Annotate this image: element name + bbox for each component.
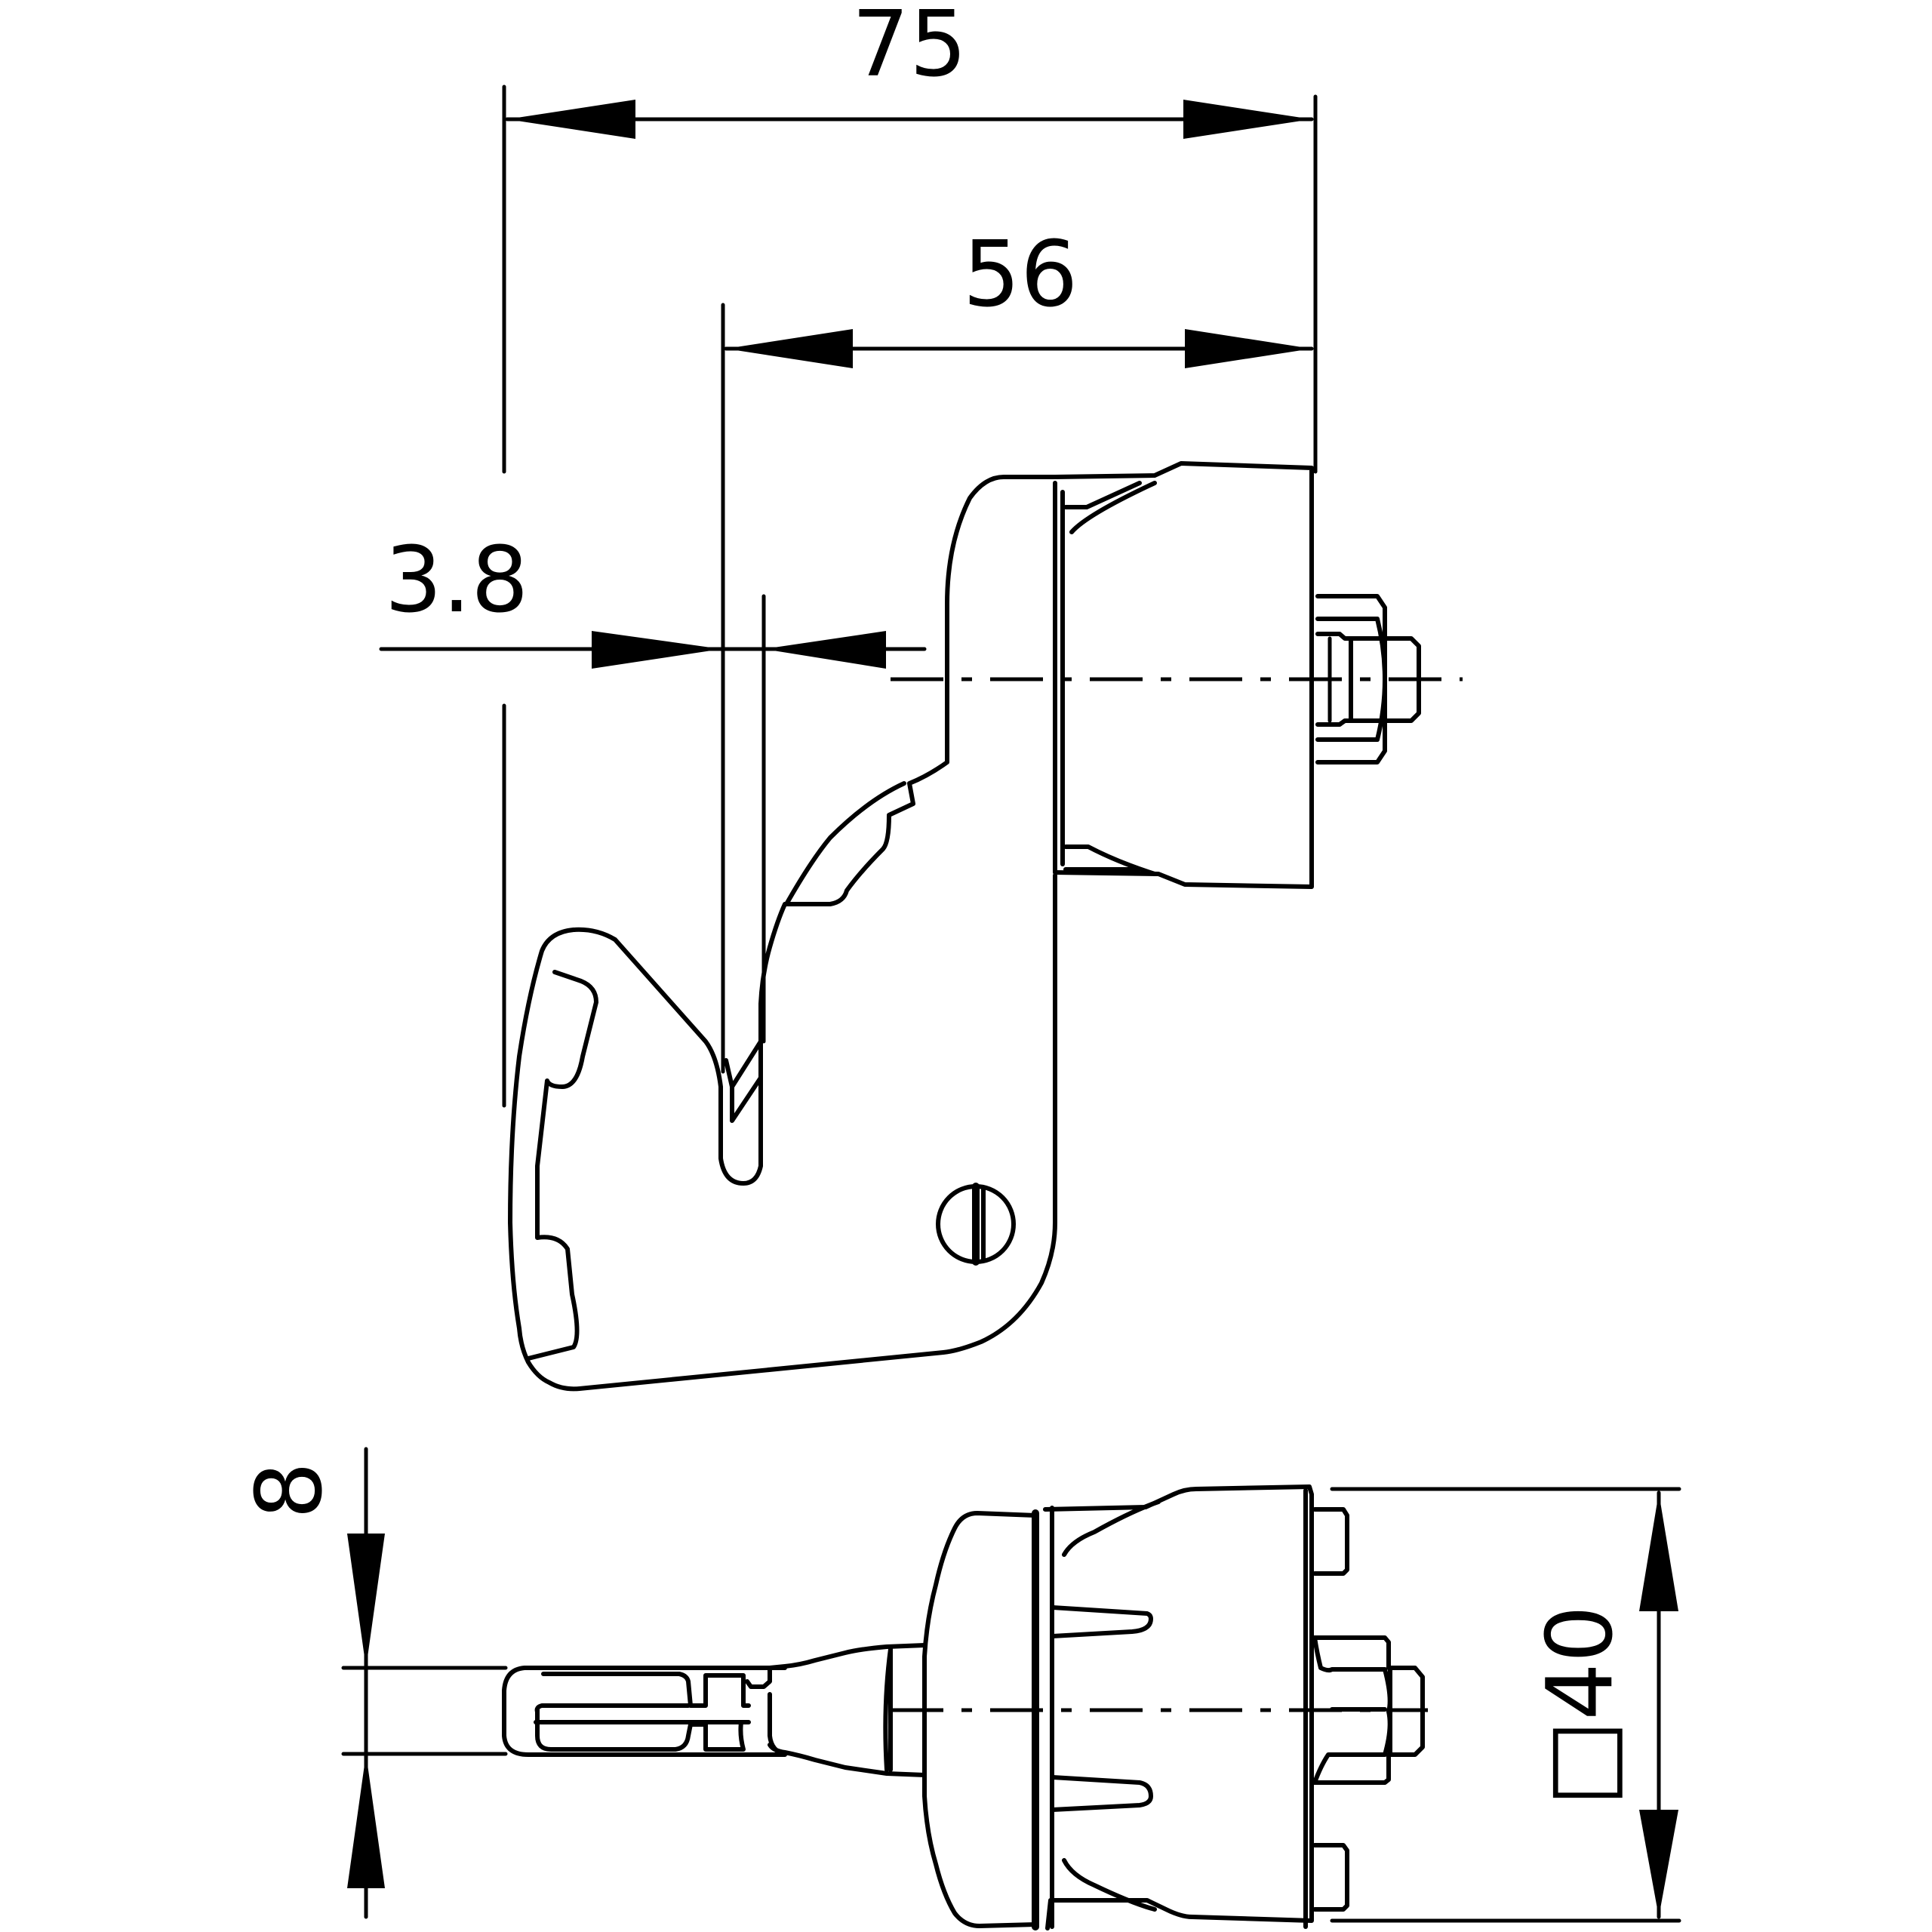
lock-body-side-view xyxy=(502,1484,1425,1930)
dim-75-label: 75 xyxy=(852,0,968,97)
dim-56-label: 56 xyxy=(963,223,1078,328)
dim-8-label: 8 xyxy=(238,1462,343,1519)
dimension-75: 75 xyxy=(502,0,1318,474)
dimension-56: 56 xyxy=(721,223,1314,1074)
dim-square-40-label: □40 xyxy=(1528,1605,1633,1806)
dim-3-8-label: 3.8 xyxy=(385,528,529,633)
dimension-square-40: □40 xyxy=(1330,1487,1681,1923)
dimension-8: 8 xyxy=(238,1447,508,1919)
dimension-3-8: 3.8 xyxy=(379,528,927,1044)
lock-body-top-view xyxy=(508,461,1421,1392)
